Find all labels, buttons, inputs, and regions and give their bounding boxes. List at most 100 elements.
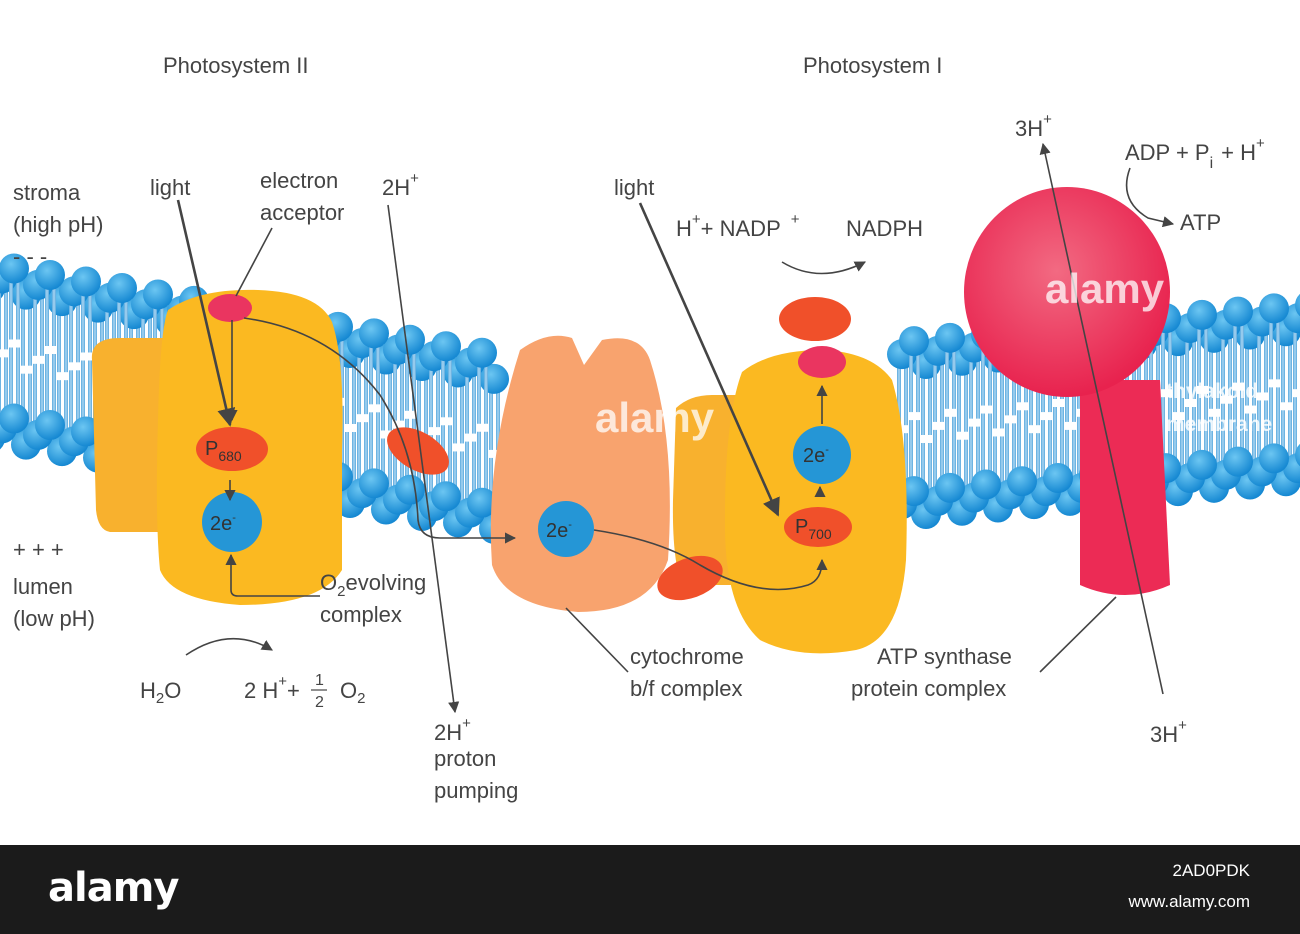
electron-path-psii-cyt bbox=[243, 317, 517, 544]
lipid-tail bbox=[1012, 423, 1016, 483]
thylakoid-label-1: thylakoid bbox=[1166, 380, 1258, 403]
lipid-tail bbox=[1293, 330, 1297, 390]
cytochrome-bf-complex bbox=[490, 335, 670, 612]
light-label-psi: light bbox=[614, 175, 654, 200]
lipid-tail bbox=[465, 441, 469, 501]
thylakoid-label-2: membrane bbox=[1166, 413, 1272, 436]
image-id: 2AD0PDK bbox=[1172, 861, 1250, 880]
lipid-tail bbox=[993, 436, 997, 496]
o2-evolving-label: O2evolving bbox=[320, 570, 426, 600]
lipid-head bbox=[1043, 463, 1073, 493]
lipid-tail bbox=[909, 420, 913, 480]
lumen-charge: + + + bbox=[13, 537, 64, 562]
watermark-1: alamy bbox=[1045, 265, 1165, 312]
lipid-tail bbox=[436, 368, 440, 428]
lipid-tail bbox=[1005, 356, 1009, 416]
lipid-head bbox=[143, 279, 173, 310]
lipid-tail bbox=[64, 380, 68, 440]
lipid-tail bbox=[388, 438, 392, 498]
lipid-tail bbox=[1204, 393, 1208, 453]
cytochrome-label-2: b/f complex bbox=[630, 676, 743, 701]
lipid-tail bbox=[76, 370, 80, 430]
atp-synthase-label-1: ATP synthase bbox=[877, 644, 1012, 669]
lipid-head bbox=[467, 487, 497, 518]
lipid-tail bbox=[1060, 407, 1064, 466]
lipid-tail bbox=[1185, 340, 1189, 399]
lipid-tail bbox=[1149, 343, 1153, 403]
lipid-tail bbox=[904, 366, 908, 426]
lipid-tail bbox=[417, 377, 421, 437]
lipid-tail bbox=[352, 432, 356, 491]
lipid-tail bbox=[928, 376, 932, 435]
lipid-tail bbox=[400, 361, 404, 421]
lipid-tail bbox=[1228, 403, 1232, 463]
atp-synthase-stalk bbox=[1080, 380, 1170, 595]
lipid-tail bbox=[81, 293, 85, 353]
lipid-tail bbox=[16, 347, 20, 407]
lipid-tail bbox=[81, 360, 85, 420]
footer-logo: alamy bbox=[48, 865, 179, 911]
lipid-tail bbox=[357, 422, 361, 482]
lipid-head bbox=[1223, 296, 1253, 327]
lipid-tail bbox=[9, 347, 13, 407]
lipid-head bbox=[1223, 446, 1253, 477]
lipid-head bbox=[0, 403, 29, 434]
light-arrow-psii bbox=[176, 199, 236, 427]
photosystem-i-label: Photosystem I bbox=[803, 53, 942, 78]
psi-electron-carrier bbox=[793, 426, 851, 484]
lipid-tail bbox=[76, 303, 80, 363]
electron-path-cyt-psi bbox=[593, 529, 828, 591]
lipid-head bbox=[0, 253, 29, 284]
lipid-tail bbox=[352, 365, 356, 424]
lipid-tail bbox=[1197, 326, 1201, 386]
lipid-tail bbox=[153, 306, 157, 366]
lipid-head bbox=[971, 469, 1001, 500]
lipid-head bbox=[1259, 443, 1289, 474]
light-arrow-psi bbox=[638, 202, 780, 517]
lipid-tail bbox=[1161, 397, 1165, 457]
atp-synthase-pointer bbox=[1039, 596, 1117, 673]
psi-side-subunit bbox=[672, 395, 740, 585]
lipid-tail bbox=[1017, 410, 1021, 470]
fraction-numerator: 1 bbox=[315, 672, 324, 689]
nadp-label: H++ NADP+ bbox=[676, 211, 800, 241]
lipid-head bbox=[899, 326, 929, 357]
lipid-tail bbox=[477, 364, 481, 424]
lipid-tail bbox=[484, 364, 488, 424]
lipid-tail bbox=[441, 358, 445, 418]
electron-acceptor-label-1: electron bbox=[260, 168, 338, 193]
lipid-tail bbox=[1197, 393, 1201, 453]
lipid-tail bbox=[1245, 346, 1249, 406]
lipid-head bbox=[1295, 443, 1300, 467]
cytochrome-body bbox=[490, 335, 670, 612]
lipid-tail bbox=[1065, 429, 1069, 489]
nadph-label: NADPH bbox=[846, 216, 923, 241]
atp-synthase-head bbox=[964, 187, 1170, 397]
atp-synthase-label-2: protein complex bbox=[851, 676, 1006, 701]
lipid-tail bbox=[957, 439, 961, 499]
footer-url: www.alamy.com bbox=[1128, 892, 1250, 911]
photosystem-ii-label: Photosystem II bbox=[163, 53, 309, 78]
lipid-tail bbox=[1029, 433, 1033, 493]
proton-pumping-arrow bbox=[387, 204, 460, 714]
lipid-tail bbox=[453, 451, 457, 511]
lipid-tail bbox=[448, 358, 452, 418]
fraction-denominator: 2 bbox=[315, 694, 324, 711]
lipid-tail bbox=[988, 346, 992, 406]
lipid-tail bbox=[1264, 333, 1268, 393]
p700-label: P700 bbox=[795, 516, 832, 542]
lipid-tail bbox=[1288, 410, 1292, 470]
lipid-tail bbox=[52, 287, 56, 346]
lipid-head bbox=[1295, 293, 1300, 317]
lipid-tail bbox=[429, 368, 433, 428]
lipid-tail bbox=[1048, 420, 1052, 480]
lipid-tail bbox=[1168, 330, 1172, 390]
lipid-tail bbox=[412, 351, 416, 411]
lipid-tail bbox=[1180, 353, 1184, 413]
lipid-tail bbox=[33, 363, 37, 423]
lipid-tail bbox=[105, 309, 109, 369]
cytochrome-label-1: cytochrome bbox=[630, 644, 744, 669]
lipid-tail bbox=[69, 370, 73, 430]
lipid-tail bbox=[117, 299, 121, 359]
lipid-tail bbox=[0, 357, 1, 417]
